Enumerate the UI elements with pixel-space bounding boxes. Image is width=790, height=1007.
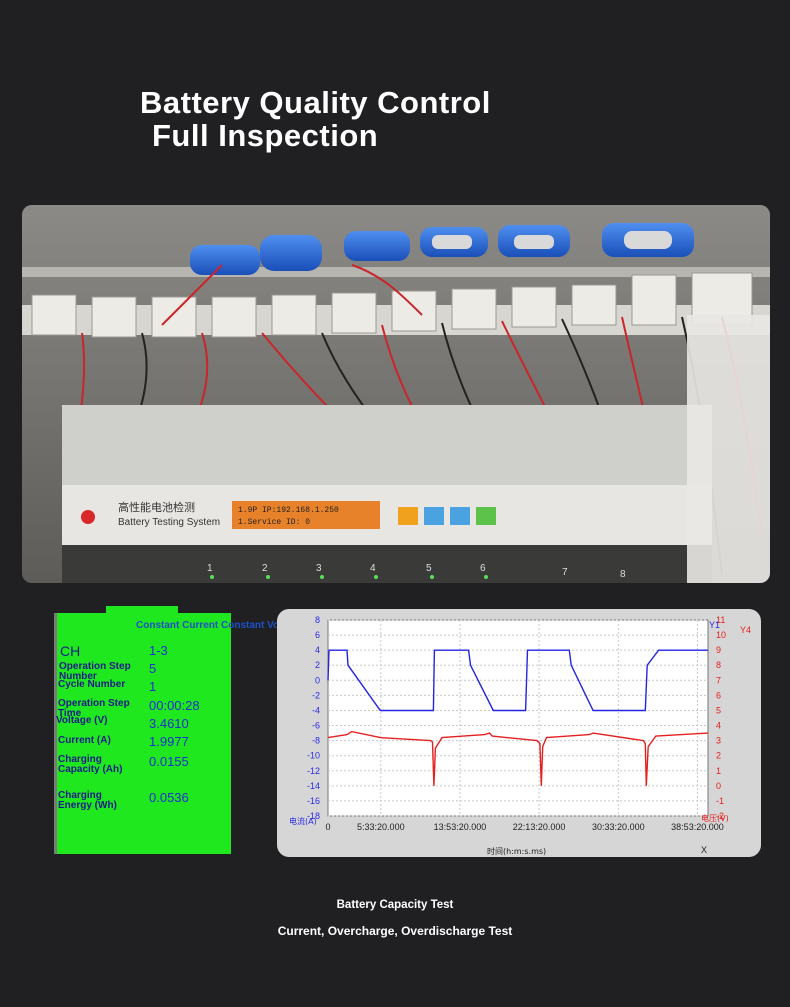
current-value: 1.9977: [149, 734, 189, 749]
back-button[interactable]: [398, 507, 418, 525]
svg-text:6: 6: [480, 563, 486, 574]
x-axis-end-label: X: [701, 845, 707, 855]
charging-capacity-label: Charging Capacity (Ah): [58, 754, 123, 775]
right-tick-label: -1: [716, 796, 724, 806]
chart-series: [327, 649, 709, 786]
x-tick-label: 30:33:20.000: [592, 822, 645, 832]
lcd-line-2: 1.Service ID: 0: [238, 518, 310, 527]
right-tick-label: 6: [716, 690, 721, 700]
y4-axis-label: 电压(V): [701, 813, 729, 823]
svg-text:2: 2: [262, 563, 268, 574]
left-tick-label: -18: [307, 811, 320, 821]
right-tick-label: 11: [716, 615, 725, 625]
y1-axis-label: 电流(A): [289, 816, 317, 826]
right-tick-label: 4: [716, 721, 721, 731]
x-tick-label: 38:53:20.000: [671, 822, 724, 832]
svg-text:5: 5: [426, 563, 432, 574]
charging-capacity-value: 0.0155: [149, 754, 189, 769]
x-tick-label: 22:13:20.000: [513, 822, 566, 832]
right-tick-label: 10: [716, 630, 726, 640]
voltage-value: 3.4610: [149, 716, 189, 731]
left-tick-label: -2: [312, 690, 320, 700]
lcd-display: [232, 501, 380, 529]
page-title: Battery Quality Control Full Inspection: [140, 86, 491, 152]
left-tick-label: -10: [307, 751, 320, 761]
power-switch[interactable]: [81, 510, 95, 524]
left-tick-label: -8: [312, 736, 320, 746]
x-tick-label: 0: [325, 822, 330, 832]
charging-energy-label: Charging Energy (Wh): [58, 790, 117, 811]
cycle-number-label: Cycle Number: [58, 679, 126, 690]
left-tick-label: 0: [315, 675, 320, 685]
step-time-label: Operation Step Time: [58, 698, 130, 719]
right-tick-label: 8: [716, 660, 721, 670]
cycle-number-value: 1: [149, 679, 157, 694]
charging-energy-value: 0.0536: [149, 790, 189, 805]
left-tick-label: 6: [315, 630, 320, 640]
down-button[interactable]: [450, 507, 470, 525]
right-tick-label: 5: [716, 705, 721, 715]
title-line-1: Battery Quality Control: [140, 85, 491, 120]
step-number-value: 5: [149, 661, 157, 676]
battery-tester-photo: 高性能电池检测 Battery Testing System 1.9P IP:1…: [22, 205, 770, 583]
title-line-2: Full Inspection: [152, 118, 379, 153]
left-tick-label: -6: [312, 721, 320, 731]
x-axis-label: 时间(h:m:s.ms): [487, 846, 546, 856]
step-number-label: Operation Step Number: [59, 661, 131, 682]
left-tick-label: -12: [307, 766, 320, 776]
right-tick-label: 2: [716, 751, 721, 761]
left-tick-label: 4: [315, 645, 320, 655]
svg-text:8: 8: [620, 569, 626, 580]
y4-axis-name: Y4: [740, 625, 751, 635]
left-axis-ticks: 8 6 4 2 0 -2 -4 -6 -8 -10 -12 -14 -16 -18: [307, 615, 320, 821]
device-label-cn: 高性能电池检测: [118, 500, 195, 514]
left-tick-label: -14: [307, 781, 320, 791]
step-time-value: 00:00:28: [149, 698, 200, 713]
svg-text:7: 7: [562, 567, 568, 578]
x-tick-label: 5:33:20.000: [357, 822, 405, 832]
left-tick-label: 2: [315, 660, 320, 670]
battery-cells: [190, 223, 694, 275]
channel-status-panel: Constant Current Constant Voltage Chargi…: [54, 606, 355, 854]
left-tick-label: 8: [315, 615, 320, 625]
series-line-y4: [327, 730, 709, 786]
svg-text:1: 1: [207, 563, 213, 574]
caption-tests-list: Current, Overcharge, Overdischarge Test: [277, 924, 513, 938]
probe-clamps: [31, 272, 753, 338]
voltage-label: Voltage (V): [56, 715, 108, 726]
series-line-y1: [327, 649, 708, 712]
device-label-en: Battery Testing System: [118, 517, 220, 528]
right-tick-label: 0: [716, 781, 721, 791]
right-tick-label: 3: [716, 736, 721, 746]
tester-illustration: 高性能电池检测 Battery Testing System 1.9P IP:1…: [22, 205, 770, 583]
status-header: Constant Current Constant Voltage Chargi…: [136, 620, 355, 631]
x-axis-ticks: 0 5:33:20.000 13:53:20.000 22:13:20.000 30:3…: [325, 822, 723, 832]
right-tick-label: 9: [716, 645, 721, 655]
svg-text:3: 3: [316, 563, 322, 574]
left-tick-label: -16: [307, 796, 320, 806]
right-tick-label: 7: [716, 675, 721, 685]
current-label: Current (A): [58, 735, 111, 746]
right-tick-label: 1: [716, 766, 721, 776]
svg-text:4: 4: [370, 563, 376, 574]
caption-capacity-test: Battery Capacity Test: [336, 899, 454, 911]
y1-axis-name: Y1: [709, 620, 720, 630]
channel-numbers: 1 2 3 4 5 6 7 8: [207, 563, 626, 580]
up-button[interactable]: [424, 507, 444, 525]
confirm-button[interactable]: [476, 507, 496, 525]
ch-label: CH: [60, 643, 81, 659]
chart-grid: [328, 619, 708, 817]
lcd-line-1: 1.9P IP:192.168.1.250: [238, 506, 339, 515]
ch-value: 1-3: [149, 643, 168, 658]
left-tick-label: -4: [312, 705, 320, 715]
right-tick-label: -2: [716, 811, 724, 821]
x-tick-label: 13:53:20.000: [434, 822, 487, 832]
